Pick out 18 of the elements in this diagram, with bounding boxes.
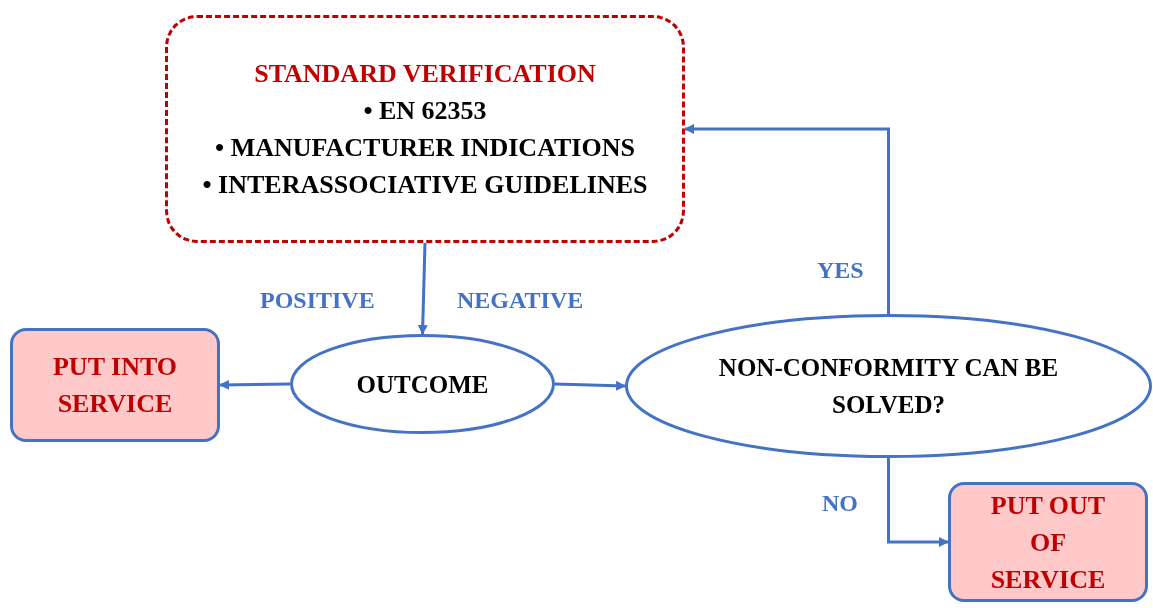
box-heading: STANDARD VERIFICATION <box>254 58 596 90</box>
arrow <box>417 242 428 335</box>
decision-ellipse <box>290 334 555 434</box>
box-text: PUT INTO SERVICE <box>52 351 178 420</box>
list-item: • MANUFACTURER INDICATIONS <box>215 132 635 164</box>
process-box <box>10 328 220 442</box>
ellipse-text: OUTCOME <box>356 369 489 400</box>
ellipse-text: NON-CONFORMITY CAN BE SOLVED? <box>718 353 1059 420</box>
list-item: • INTERASSOCIATIVE GUIDELINES <box>202 169 648 201</box>
process-box <box>165 15 685 243</box>
box-text: PUT OUT OF SERVICE <box>989 489 1107 596</box>
decision-ellipse <box>625 314 1152 458</box>
arrow <box>219 379 291 390</box>
process-box <box>948 482 1148 602</box>
arrow <box>684 124 890 314</box>
arrow <box>887 458 949 547</box>
list-item: • EN 62353 <box>363 95 487 127</box>
arrow <box>554 380 626 391</box>
